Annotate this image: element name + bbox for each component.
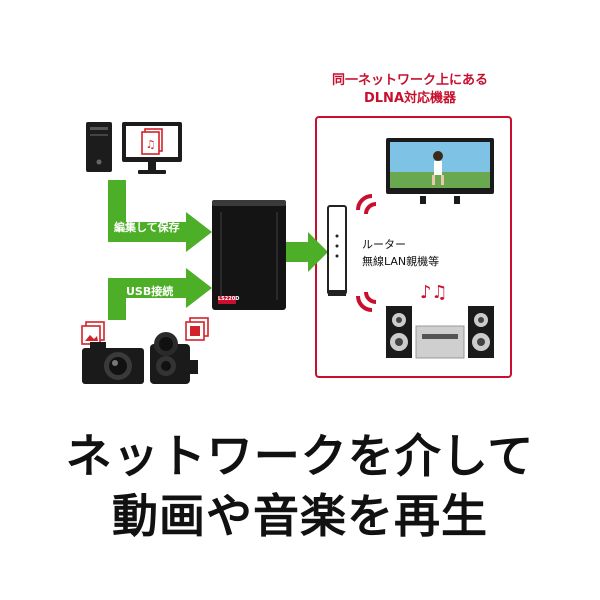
- nas-badge: LS220D: [218, 296, 240, 302]
- dlna-caption-line2: DLNA対応機器: [363, 91, 457, 106]
- output-arrow: [286, 232, 328, 272]
- router-label-line1: ルーター: [362, 238, 406, 251]
- photo-file-icon: [81, 321, 105, 345]
- wifi-signal-icon: [356, 194, 377, 215]
- dlna-caption: 同一ネットワーク上にある DLNA対応機器: [300, 72, 520, 108]
- pc-tower-icon: [86, 122, 112, 172]
- nas-icon: [212, 200, 286, 310]
- save-arrow-label: 編集して保存: [114, 221, 180, 234]
- tv-icon: [386, 138, 494, 204]
- svg-text:♫: ♫: [146, 138, 156, 151]
- video-file-icon: [185, 317, 209, 341]
- usb-arrow-label: USB接続: [126, 285, 174, 298]
- input-arrows: [108, 180, 212, 320]
- dlna-caption-line1: 同一ネットワーク上にある: [331, 73, 488, 88]
- wifi-signal-icon-lower: [356, 291, 377, 312]
- router-label-line2: 無線LAN親機等: [362, 255, 440, 268]
- music-file-icon: ♫: [141, 128, 163, 155]
- stereo-icon: [386, 306, 494, 359]
- svg-text:♪♫: ♪♫: [420, 282, 448, 303]
- router-label: ルーター 無線LAN親機等: [362, 236, 439, 270]
- music-notes-icon: ♪♫: [420, 282, 448, 303]
- router-icon: [327, 205, 347, 296]
- headline-line1: ネットワークを介して: [65, 429, 535, 483]
- video-camera-icon: [150, 332, 198, 384]
- headline-line2: 動画や音楽を再生: [112, 489, 488, 543]
- camera-icon: [82, 342, 144, 384]
